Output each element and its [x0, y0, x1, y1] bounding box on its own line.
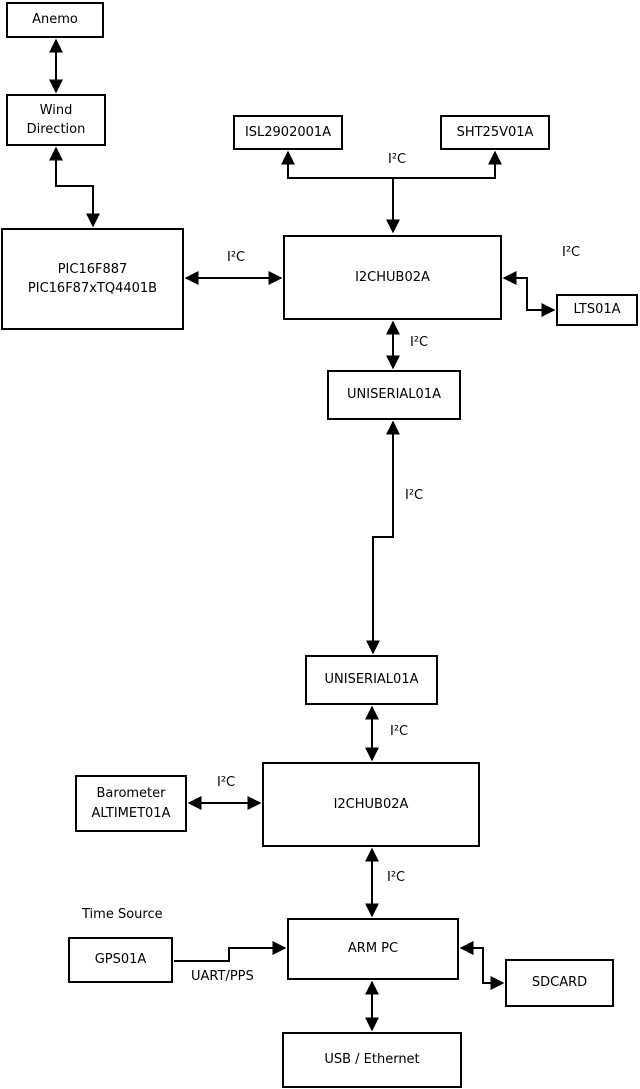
connector-winddirection-pic [49, 146, 100, 228]
label-i2c-sensor-branch: I²C [388, 152, 407, 167]
label-i2c-uniserial-link: I²C [405, 488, 424, 503]
connector-armpc-sdcard [459, 941, 505, 990]
box-wind-direction: Wind Direction [6, 94, 106, 146]
label-uart-pps: UART/PPS [191, 969, 254, 984]
box-usb-ethernet: USB / Ethernet [282, 1032, 462, 1088]
box-barometer-altimet01a: Barometer ALTIMET01A [75, 775, 187, 832]
label-i2c-uniserial-hub-bottom: I²C [390, 724, 409, 739]
box-lts01a: LTS01A [556, 294, 638, 326]
box-gps01a: GPS01A [68, 937, 173, 983]
label-i2c-hub-armpc: I²C [387, 870, 406, 885]
box-arm-pc: ARM PC [287, 918, 459, 980]
box-sdcard: SDCARD [505, 959, 614, 1007]
box-sht25v01a: SHT25V01A [440, 115, 550, 150]
box-uniserial01a-top: UNISERIAL01A [327, 370, 461, 420]
label-i2c-pic-hub: I²C [227, 250, 246, 265]
label-i2c-lts: I²C [562, 245, 581, 260]
label-i2c-barometer: I²C [217, 775, 236, 790]
connector-uniserial-top-uniserial-bottom [366, 420, 400, 655]
label-i2c-hub-uniserial-top: I²C [410, 335, 429, 350]
box-pic16f887: PIC16F887 PIC16F87xTQ4401B [1, 228, 184, 330]
box-isl2902001a: ISL2902001A [233, 115, 343, 150]
box-uniserial01a-bottom: UNISERIAL01A [305, 655, 438, 705]
connector-i2chub-top-lts [502, 271, 556, 317]
label-time-source: Time Source [82, 907, 163, 922]
box-anemo: Anemo [6, 2, 104, 38]
connector-gps-armpc [174, 941, 287, 962]
box-i2chub02a-bottom: I2CHUB02A [262, 762, 480, 847]
box-i2chub02a-top: I2CHUB02A [283, 235, 502, 320]
